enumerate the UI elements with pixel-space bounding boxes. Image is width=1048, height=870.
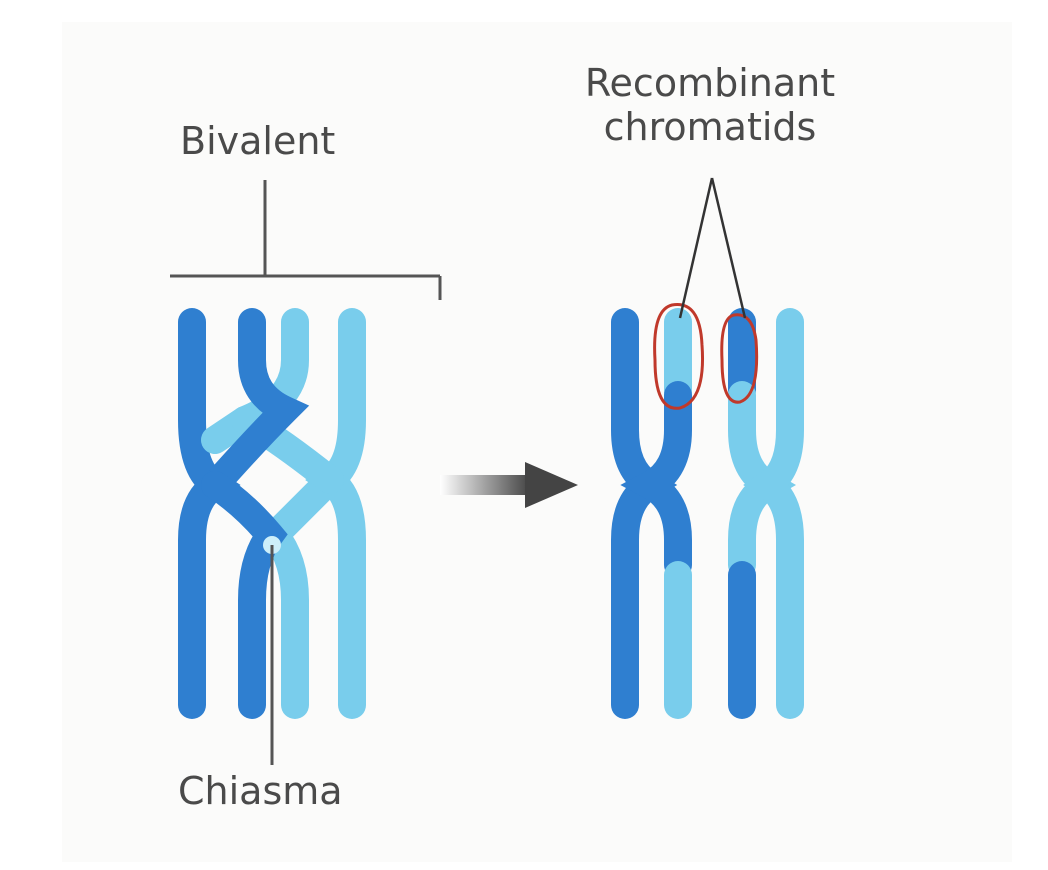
chromatid-light-2 bbox=[305, 308, 366, 719]
chromatid-dark-1 bbox=[178, 308, 241, 719]
recombinant-chromatids-label: Recombinant chromatids bbox=[560, 61, 860, 149]
bivalent-bracket bbox=[170, 180, 442, 300]
chromatid-dark-1-result bbox=[611, 308, 678, 719]
chromatid-light-2-result bbox=[743, 308, 804, 719]
recombinant-label-line-2: chromatids bbox=[603, 104, 817, 149]
arrow-icon bbox=[440, 462, 578, 508]
recombinant-pointer-lines bbox=[678, 177, 747, 319]
recombinant-pair-2 bbox=[728, 308, 804, 719]
chiasma-label: Chiasma bbox=[178, 769, 343, 813]
bivalent-label: Bivalent bbox=[180, 119, 336, 163]
chromatid-dark-2 bbox=[201, 308, 310, 499]
recombinant-label-line-1: Recombinant bbox=[584, 61, 836, 105]
bivalent bbox=[178, 308, 366, 719]
recombinant-pair-1 bbox=[611, 308, 692, 719]
highlight-circles bbox=[653, 303, 759, 410]
